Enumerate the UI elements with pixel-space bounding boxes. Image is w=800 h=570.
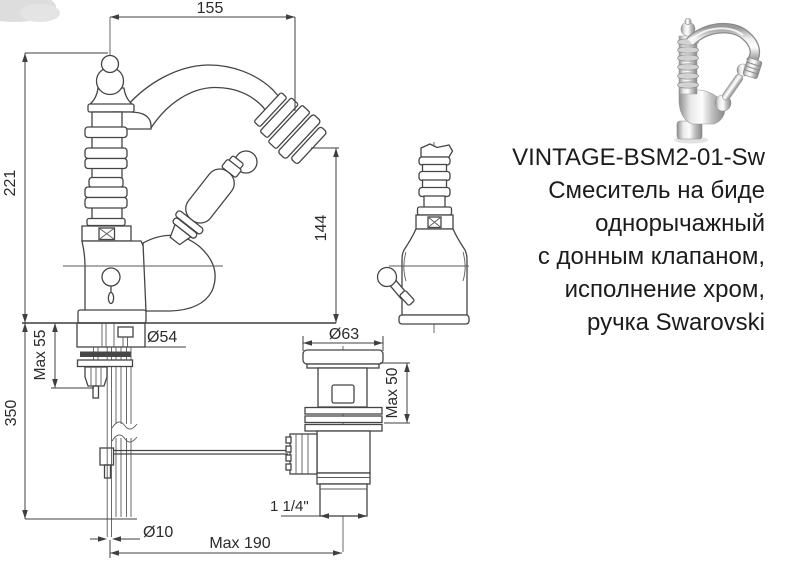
section-symbol-front — [415, 214, 454, 230]
aerator — [254, 92, 327, 165]
product-photo — [674, 17, 763, 144]
spec-line-1: Смеситель на биде — [548, 177, 765, 204]
dim-d10-label: Ø10 — [143, 524, 173, 541]
lever-handle — [169, 150, 258, 246]
dimensions: 155 221 144 Max 55 350 Ø54 Ø63 — [2, 0, 410, 558]
dim-d54-label: Ø54 — [147, 329, 177, 346]
dim-350-label: 350 — [3, 400, 20, 427]
spec-line-5: ручка Swarovski — [587, 309, 765, 336]
dim-max190-label: Max 190 — [209, 535, 270, 552]
product-code: VINTAGE-BSM2-01-Sw — [512, 144, 765, 171]
mounting-assembly — [76, 322, 288, 537]
dim-221-label: 221 — [2, 170, 19, 197]
spec-line-3: с донным клапаном, — [537, 243, 765, 270]
knurled-nut — [285, 433, 318, 475]
spec-line-2: однорычажный — [595, 210, 765, 237]
faucet-front-view — [376, 142, 470, 333]
photo-lever — [721, 73, 744, 101]
faucet-side-view — [22, 17, 336, 537]
dim-d63-label: Ø63 — [329, 326, 359, 343]
dim-max55-label: Max 55 — [32, 330, 49, 381]
section-symbol — [81, 225, 132, 242]
dim-155-label: 155 — [197, 0, 224, 17]
dim-max50-label: Max 50 — [384, 367, 401, 418]
spec-line-4: исполнение хром, — [564, 276, 765, 303]
scan-smudge — [0, 0, 60, 22]
product-spec: VINTAGE-BSM2-01-Sw Смеситель на биде одн… — [512, 141, 765, 339]
lever-handle-front — [376, 266, 415, 306]
drain-valve — [285, 346, 384, 552]
dim-thread-label: 1 1/4" — [270, 498, 309, 515]
dim-144-label: 144 — [313, 215, 330, 242]
photo-aerator — [742, 57, 763, 79]
